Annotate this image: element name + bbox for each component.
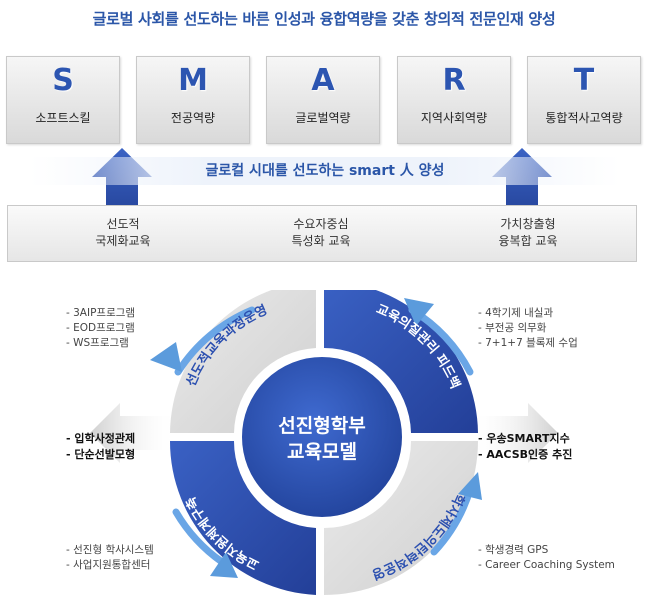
center-circle	[238, 353, 406, 521]
smart-box-a: A 글로벌역량	[266, 56, 380, 144]
notes-top-left: - 3AIP프로그램 - EOD프로그램 - WS프로그램	[66, 306, 135, 351]
note-item: - WS프로그램	[66, 337, 129, 349]
band-slogan: 글로컬 시대를 선도하는 smart 人 양성	[30, 157, 620, 185]
center-text-line2: 교육모델	[287, 441, 357, 463]
note-item: - 입학사정관제	[66, 432, 136, 445]
left-pointer-arrow	[90, 403, 178, 463]
smart-box-s: S 소프트스킬	[6, 56, 120, 144]
right-pointer-arrow	[470, 403, 558, 463]
note-item: - 7+1+7 블록제 수업	[478, 337, 578, 349]
center-text-line1: 선진형학부	[278, 415, 365, 437]
note-item: - 단순선발모형	[66, 448, 136, 461]
notes-top-right: - 4학기제 내실과 - 부전공 의무화 - 7+1+7 블록제 수업	[478, 306, 578, 351]
segment-top-left	[170, 290, 316, 433]
education-line: 가치창출형	[500, 217, 556, 231]
smart-label: 글로벌역량	[295, 111, 351, 125]
smart-letter: A	[311, 63, 335, 98]
segment-bottom-left	[169, 441, 316, 595]
segment-bottom-right	[324, 441, 478, 595]
smart-label: 전공역량	[170, 111, 216, 125]
smart-label: 통합적사고역량	[545, 111, 623, 125]
education-item-3: 가치창출형 융복합 교육	[428, 216, 628, 250]
note-item: - AACSB인증 추진	[478, 448, 573, 461]
smart-box-m: M 전공역량	[136, 56, 250, 144]
smart-label: 지역사회역량	[420, 111, 488, 125]
education-line: 수요자중심	[293, 217, 349, 231]
smart-letter: T	[573, 63, 595, 98]
notes-mid-right: - 우송SMART지수 - AACSB인증 추진	[478, 431, 572, 463]
smart-box-t: T 통합적사고역량	[527, 56, 641, 144]
smart-letter: R	[442, 63, 466, 98]
education-item-2: 수요자중심 특성화 교육	[221, 216, 421, 250]
notes-bottom-right: - 학생경력 GPS - Career Coaching System	[478, 543, 615, 573]
education-line: 융복합 교육	[498, 234, 558, 248]
education-line: 특성화 교육	[291, 234, 351, 248]
note-item: - EOD프로그램	[66, 322, 135, 334]
smart-letter: M	[178, 63, 208, 98]
note-item: - 4학기제 내실과	[478, 307, 554, 319]
note-item: - 선진형 학사시스템	[66, 544, 154, 556]
page-title: 글로벌 사회를 선도하는 바른 인성과 융합역량을 갖춘 창의적 전문인재 양성	[92, 10, 556, 28]
notes-bottom-left: - 선진형 학사시스템 - 사업지원통합센터	[66, 543, 154, 573]
note-item: - 3AIP프로그램	[66, 307, 136, 319]
education-line: 국제화교육	[95, 234, 151, 248]
note-item: - 학생경력 GPS	[478, 544, 549, 556]
smart-box-r: R 지역사회역량	[397, 56, 511, 144]
model-diagram: 선진형학부 교육모델 선도적교육과정운영 교육의질관리 피드백 학사제도의탄력적…	[90, 290, 558, 595]
smart-letter: S	[52, 63, 74, 98]
education-bar: 선도적 국제화교육 수요자중심 특성화 교육 가치창출형 융복합 교육	[7, 205, 637, 262]
curve-arrow-bottom-left	[172, 508, 226, 566]
education-item-1: 선도적 국제화교육	[23, 216, 223, 250]
notes-mid-left: - 입학사정관제 - 단순선발모형	[66, 431, 135, 463]
smart-label: 소프트스킬	[35, 111, 91, 125]
note-item: - Career Coaching System	[478, 559, 615, 571]
segment-top-right	[324, 290, 478, 433]
education-line: 선도적	[106, 217, 140, 231]
note-item: - 부전공 의무화	[478, 322, 547, 334]
note-item: - 사업지원통합센터	[66, 559, 151, 571]
curve-arrow-top-left	[174, 306, 256, 376]
note-item: - 우송SMART지수	[478, 432, 570, 445]
